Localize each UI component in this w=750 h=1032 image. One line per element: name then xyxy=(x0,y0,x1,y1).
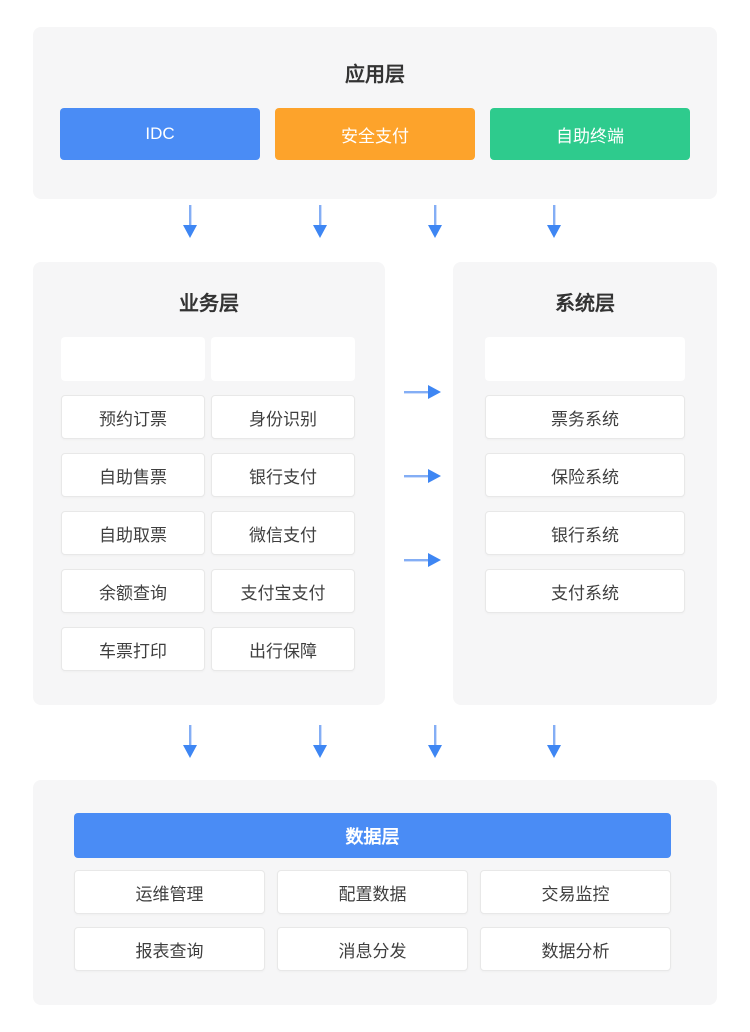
down-arrow-icon xyxy=(313,725,327,758)
app-layer-title: 应用层 xyxy=(345,64,405,86)
node-idc: IDC xyxy=(60,108,260,160)
down-arrow-icon xyxy=(313,205,327,238)
node-payment-system: 支付系统 xyxy=(485,569,685,613)
business-layer-panel: 业务层 票务服务 硬件服务 预约订票 身份识别 自助售票 银行支付 自助取票 微… xyxy=(33,262,385,705)
node-insurance-system: 保险系统 xyxy=(485,453,685,497)
system-layer-panel: 系统层 系统接入 票务系统 保险系统 银行系统 支付系统 xyxy=(453,262,717,705)
node-transaction-monitoring: 交易监控 xyxy=(480,870,671,914)
down-arrow-icon xyxy=(547,205,561,238)
business-layer-grid: 票务服务 硬件服务 预约订票 身份识别 自助售票 银行支付 自助取票 微信支付 … xyxy=(61,337,355,671)
right-arrow-icon xyxy=(404,385,441,399)
down-arrow-icon xyxy=(183,205,197,238)
node-data-analysis: 数据分析 xyxy=(480,927,671,971)
data-layer-panel: 数据层 运维管理 配置数据 交易监控 报表查询 消息分发 数据分析 xyxy=(33,780,717,1005)
node-report-query: 报表查询 xyxy=(74,927,265,971)
node-reservation-booking: 预约订票 xyxy=(61,395,205,439)
node-identity-recognition: 身份识别 xyxy=(211,395,355,439)
node-message-dispatch: 消息分发 xyxy=(277,927,468,971)
right-arrow-icon xyxy=(404,553,441,567)
node-ops-management: 运维管理 xyxy=(74,870,265,914)
node-ticket-system: 票务系统 xyxy=(485,395,685,439)
system-layer-title: 系统层 xyxy=(555,293,615,315)
node-alipay-payment: 支付宝支付 xyxy=(211,569,355,613)
node-hardware-service: 硬件服务 xyxy=(211,337,355,381)
right-arrow-icon xyxy=(404,469,441,483)
node-self-ticket-pickup: 自助取票 xyxy=(61,511,205,555)
node-self-service-terminal: 自助终端 xyxy=(490,108,690,160)
node-bank-system: 银行系统 xyxy=(485,511,685,555)
node-balance-inquiry: 余额查询 xyxy=(61,569,205,613)
data-layer-grid: 运维管理 配置数据 交易监控 报表查询 消息分发 数据分析 xyxy=(74,870,671,971)
system-layer-grid: 系统接入 票务系统 保险系统 银行系统 支付系统 xyxy=(485,337,685,613)
node-wechat-payment: 微信支付 xyxy=(211,511,355,555)
app-layer-panel: 应用层 IDC 安全支付 自助终端 xyxy=(33,27,717,199)
app-layer-nodes: IDC 安全支付 自助终端 xyxy=(33,108,717,160)
down-arrow-icon xyxy=(547,725,561,758)
business-layer-title: 业务层 xyxy=(179,293,239,315)
node-bank-payment: 银行支付 xyxy=(211,453,355,497)
node-secure-payment: 安全支付 xyxy=(275,108,475,160)
node-ticket-printing: 车票打印 xyxy=(61,627,205,671)
node-travel-protection: 出行保障 xyxy=(211,627,355,671)
down-arrow-icon xyxy=(428,725,442,758)
down-arrow-icon xyxy=(428,205,442,238)
node-config-data: 配置数据 xyxy=(277,870,468,914)
node-self-ticket-sale: 自助售票 xyxy=(61,453,205,497)
data-layer-title-bar: 数据层 xyxy=(74,813,671,858)
node-system-access: 系统接入 xyxy=(485,337,685,381)
node-ticket-service: 票务服务 xyxy=(61,337,205,381)
down-arrow-icon xyxy=(183,725,197,758)
